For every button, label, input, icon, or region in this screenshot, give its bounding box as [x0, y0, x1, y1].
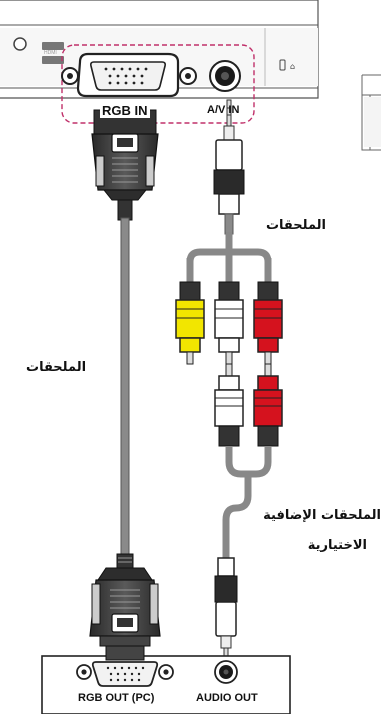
vga-cable [89, 105, 161, 647]
rgb-out-label: RGB OUT (PC) [78, 692, 155, 704]
hdmi-port-icon-2 [42, 56, 64, 64]
small-round-port-icon [13, 37, 27, 51]
hdmi-port-icon [42, 42, 64, 50]
vga-in-port [61, 52, 197, 98]
mini-jack-plug-bottom-icon [214, 557, 238, 663]
vga-out-port [76, 661, 174, 687]
svg-text:HDMI: HDMI [44, 50, 57, 56]
rca-plug-white-icon [214, 281, 244, 365]
optional-accessories-label-line2: الاختيارية [307, 538, 367, 553]
accessories-av-label: الملحقات [265, 218, 326, 233]
rgb-in-label: RGB IN [100, 103, 150, 118]
svg-text:⌂: ⌂ [290, 62, 295, 71]
optional-accessories-label-line1: الملحقات الإضافية [263, 508, 381, 523]
rca-plug-red-icon [253, 281, 283, 365]
rca-adapter-white-icon [214, 363, 244, 447]
vga-plug-top-icon [91, 105, 159, 221]
av-cable [175, 99, 283, 663]
side-device-panel [361, 74, 381, 151]
audio-out-label: AUDIO OUT [196, 692, 258, 704]
highlighted-ports-outline [61, 44, 255, 124]
usb-port-icon [279, 59, 286, 71]
rca-adapter-red-icon [253, 363, 283, 447]
audio-out-jack [214, 660, 238, 684]
av-in-label: A/V IN [207, 104, 240, 116]
rca-plug-yellow-icon [175, 281, 205, 365]
accessories-rgb-label: الملحقات [26, 360, 87, 375]
mini-jack-plug-top-icon [213, 99, 245, 235]
av-in-jack [209, 60, 241, 92]
vga-plug-bottom-icon [89, 553, 161, 647]
